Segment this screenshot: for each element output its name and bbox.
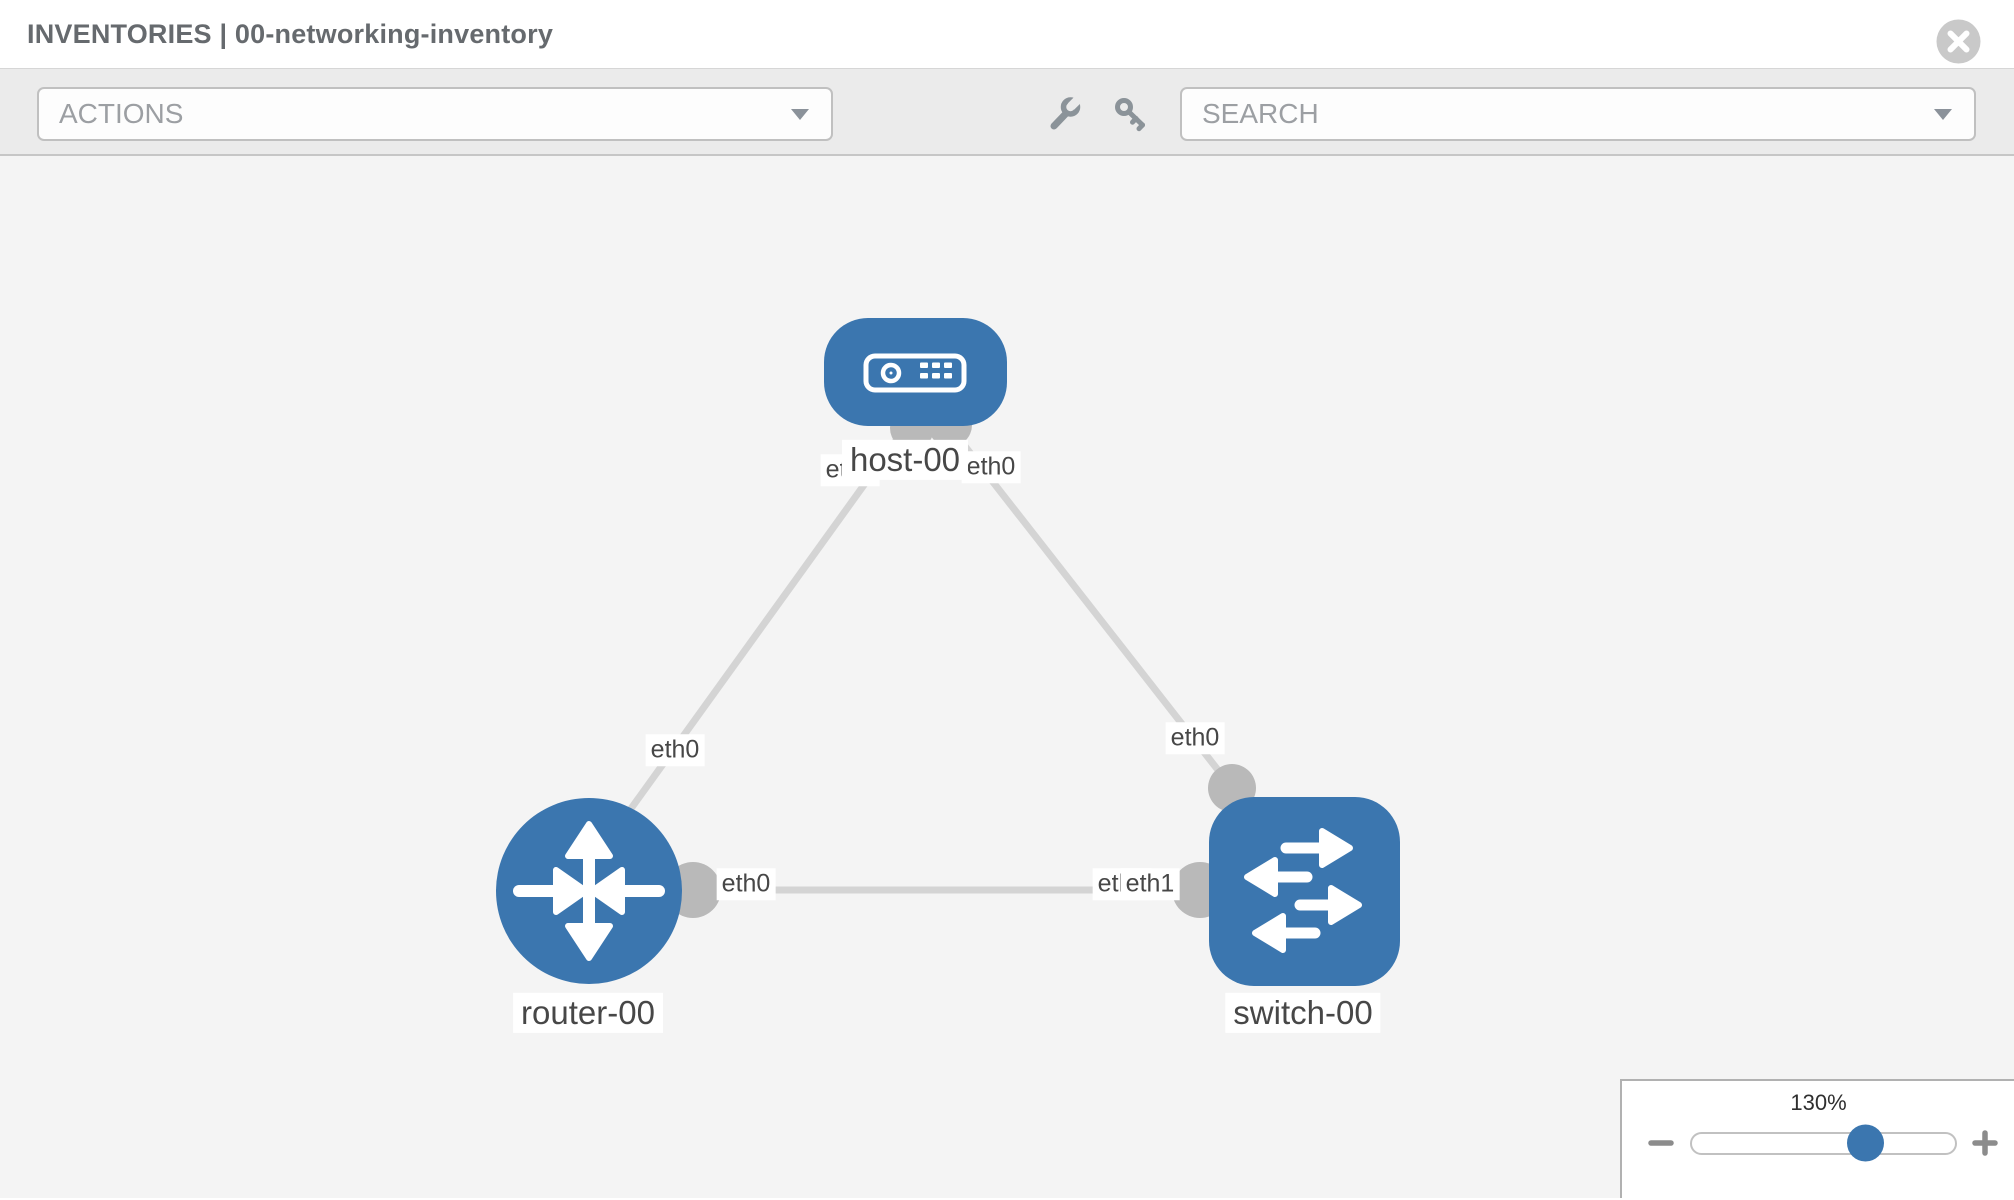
interface-label: eth1 (1120, 868, 1180, 900)
interface-label: eth0 (961, 451, 1021, 483)
router-icon (513, 821, 665, 961)
chevron-down-icon (791, 108, 809, 120)
node-label-host: host-00 (841, 439, 969, 481)
key-icon (1115, 98, 1145, 132)
close-icon (1936, 19, 1981, 64)
wrench-icon (1050, 94, 1084, 130)
zoom-slider-handle[interactable] (1847, 1124, 1884, 1162)
search-dropdown[interactable]: SEARCH (1180, 87, 1976, 141)
switch-icon (1244, 828, 1362, 953)
node-switch[interactable] (1209, 797, 1400, 986)
minus-icon (1648, 1140, 1674, 1146)
link-endpoints (665, 403, 1256, 918)
zoom-slider[interactable] (1690, 1124, 1957, 1162)
interface-label: eth0 (645, 734, 705, 766)
node-label-router: router-00 (513, 992, 663, 1034)
node-label-switch: switch-00 (1225, 992, 1381, 1034)
page-title: INVENTORIES | 00-networking-inventory (27, 19, 554, 49)
zoom-level: 130% (1790, 1090, 1847, 1115)
toolbar: ACTIONS SEARCH (0, 68, 2014, 156)
window-header: INVENTORIES | 00-networking-inventory (0, 0, 2014, 68)
node-host[interactable] (824, 318, 1007, 426)
topology-links (627, 424, 1235, 894)
zoom-out-button[interactable] (1648, 1130, 1674, 1156)
topology-canvas[interactable]: eth0 eth0 eth0 eth0 eth0 eth0 eth1 host-… (0, 156, 2014, 1198)
node-router[interactable] (496, 798, 682, 984)
plus-icon (1972, 1130, 1998, 1156)
configure-button[interactable] (1046, 94, 1084, 132)
interface-label: eth0 (716, 868, 776, 900)
zoom-slider-row (1622, 1124, 2014, 1162)
actions-dropdown-label: ACTIONS (59, 98, 184, 129)
host-icon (863, 353, 967, 393)
chevron-down-icon (1934, 108, 1952, 120)
close-button[interactable] (1936, 19, 1981, 64)
topology-graph (496, 318, 1400, 986)
interface-label: eth0 (1165, 722, 1225, 754)
zoom-in-button[interactable] (1972, 1130, 1998, 1156)
zoom-panel: 130% (1620, 1079, 2014, 1198)
search-dropdown-label: SEARCH (1202, 98, 1319, 129)
credentials-button[interactable] (1113, 96, 1149, 132)
actions-dropdown[interactable]: ACTIONS (37, 87, 833, 141)
